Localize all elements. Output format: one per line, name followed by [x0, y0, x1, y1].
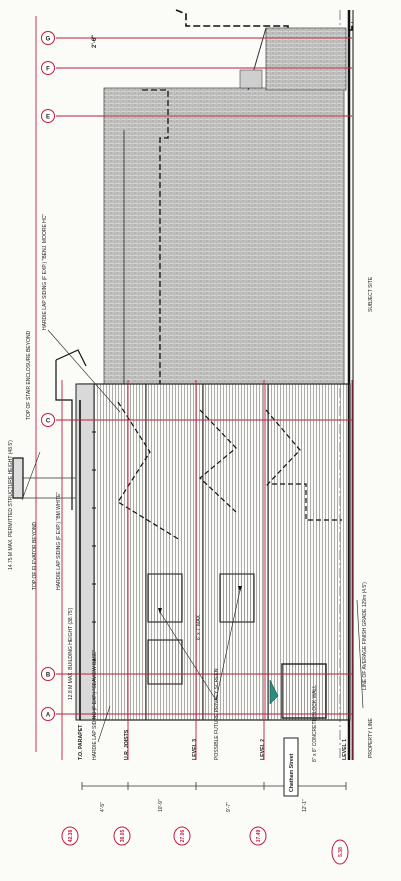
building-height-note: 12.8 M MAX. BUILDING HEIGHT (38.75')	[68, 607, 74, 700]
entry-canopy	[269, 679, 279, 705]
top-stair-note: TOP OF STAIR ENCLOSURE BEYOND	[26, 330, 32, 420]
stair-zigzag-3	[265, 409, 301, 487]
grid-bubble-g: G	[41, 31, 55, 45]
rear-building-mass	[103, 87, 345, 385]
privacy-screen-note: POSSIBLE FUTURE PRIVACY SCREEN	[214, 668, 220, 760]
average-grade-note: LINE OF AVERAGE FINISH GRADE 129m (4.5')	[362, 582, 368, 690]
elevation-marker-parapet: 42.38	[61, 826, 79, 846]
stair-enclosure	[55, 360, 73, 510]
stair-zigzag-1	[117, 401, 181, 541]
elevation-marker-level2: 17.49	[249, 826, 267, 846]
svg-text:G: G	[46, 37, 51, 43]
svg-text:42.38: 42.38	[68, 830, 74, 843]
elevation-marker-level3: 27.06	[173, 826, 191, 846]
svg-text:5.38: 5.38	[338, 847, 344, 857]
stair-zigzag-2	[199, 409, 237, 513]
ratio-note: 6' x 7' MAX	[196, 614, 202, 640]
grade-break	[356, 599, 364, 709]
leader-lines	[21, 329, 241, 743]
street-label-box	[283, 737, 299, 797]
dim-small: 2'-6"	[92, 35, 98, 48]
max-height-note: 14.75 M MAX. PERMITTED STRUCTURE HEIGHT …	[8, 440, 14, 570]
grid-lines	[56, 37, 352, 715]
stair-dash-lower	[272, 483, 342, 521]
dim-level3: 10'-9"	[158, 799, 164, 812]
label-to-parapet: T.O. PARAPET	[78, 724, 84, 760]
svg-text:C: C	[46, 419, 51, 425]
svg-text:17.49: 17.49	[256, 830, 262, 843]
svg-text:A: A	[46, 713, 51, 719]
window-1	[147, 573, 183, 623]
label-level-3: LEVEL 3	[192, 739, 198, 760]
svg-text:27.06: 27.06	[180, 830, 186, 843]
block-wall-note: 8" x 8" CONCRETE BLOCK WALL	[312, 685, 318, 762]
entry-door	[281, 663, 327, 719]
dashed-outline	[142, 89, 169, 384]
stair-opening	[239, 69, 263, 89]
svg-text:B: B	[46, 673, 51, 679]
window-3	[219, 573, 255, 623]
top-elevator-note: TOP OF ELEVATOR BEYOND	[32, 521, 38, 590]
hardie-note-2: HARDIE LAP SIDING (F EXP.) "BENJ. MOORE …	[42, 214, 48, 330]
property-line-label: PROPERTY LINE	[368, 718, 374, 758]
dim-level2: 9'-7"	[226, 802, 232, 812]
label-level-1: LEVEL 1	[342, 739, 348, 760]
neighbour-profile	[175, 9, 353, 31]
subject-site-label: SUBJECT SITE	[368, 276, 374, 312]
svg-text:F: F	[46, 67, 50, 73]
elevator-enclosure	[12, 457, 24, 499]
parapet-ticks	[92, 431, 96, 661]
dim-level1: 12'-1"	[302, 799, 308, 812]
grid-bubble-a: A	[41, 707, 55, 721]
street-label: Chatham Street	[289, 753, 295, 792]
dim-parapet: 4'-5"	[100, 802, 106, 812]
label-level-2: LEVEL 2	[260, 739, 266, 760]
grid-bubble-f: F	[41, 61, 55, 75]
level-lines	[35, 16, 353, 760]
grid-bubble-b: B	[41, 667, 55, 681]
grid-bubble-c: C	[41, 413, 55, 427]
elevation-marker-level1: 5.38	[331, 839, 349, 865]
svg-text:E: E	[46, 115, 50, 121]
hardie-note-3: HARDIE LAP SIDING (F EXP.) "BM WHITE"	[56, 492, 62, 590]
upper-rear-wall	[265, 27, 347, 91]
hardie-note-1: HARDIE LAP SIDING (F EXP.) "SEAVIEW BASE…	[92, 650, 98, 760]
grid-bubble-e: E	[41, 109, 55, 123]
label-ur-joists: U.R. JOISTS	[124, 729, 130, 760]
elevation-marker-joists: 38.05	[113, 826, 131, 846]
svg-text:38.05: 38.05	[120, 830, 126, 843]
window-2	[147, 639, 183, 685]
